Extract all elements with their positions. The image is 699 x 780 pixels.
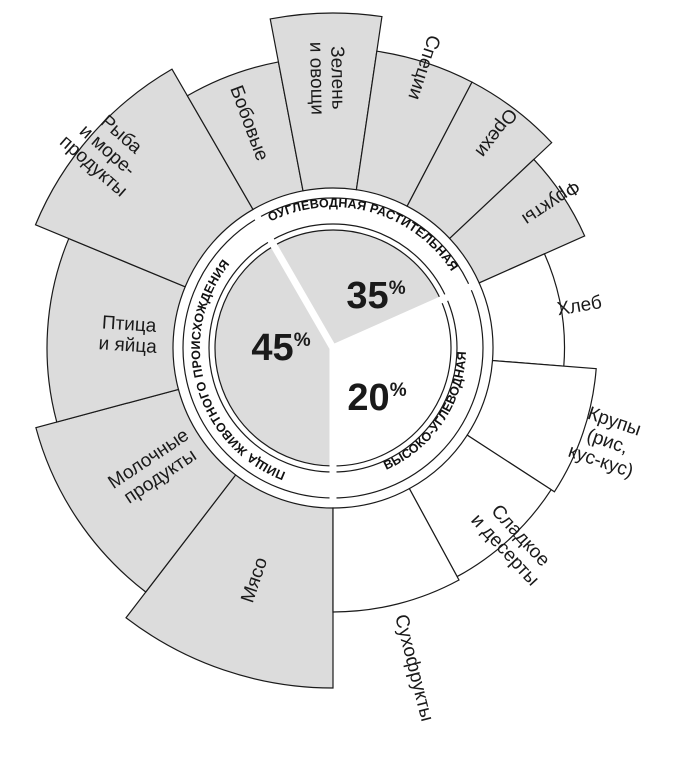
segment-greens xyxy=(269,12,383,192)
segment-dried xyxy=(332,487,460,613)
segment-dairy xyxy=(35,388,237,593)
label-greens: Зеленьи овощи xyxy=(305,41,349,115)
outer-segments xyxy=(34,12,597,689)
wedge-highcarb xyxy=(332,299,452,467)
percent-animal: 45% xyxy=(251,327,310,369)
label-poultry: Птицаи яйца xyxy=(98,312,159,358)
label-dried: Сухофрукты xyxy=(390,612,437,723)
percent-highcarb: 20% xyxy=(347,377,406,419)
separator-lowcarb xyxy=(254,215,337,350)
separator-highcarb xyxy=(331,283,473,352)
percent-lowcarb: 35% xyxy=(346,275,405,317)
segment-fish xyxy=(34,68,254,288)
segment-meat xyxy=(125,474,334,689)
inner-wedges xyxy=(214,215,473,499)
label-bread: Хлеб xyxy=(556,292,604,320)
segment-grains xyxy=(466,359,597,493)
